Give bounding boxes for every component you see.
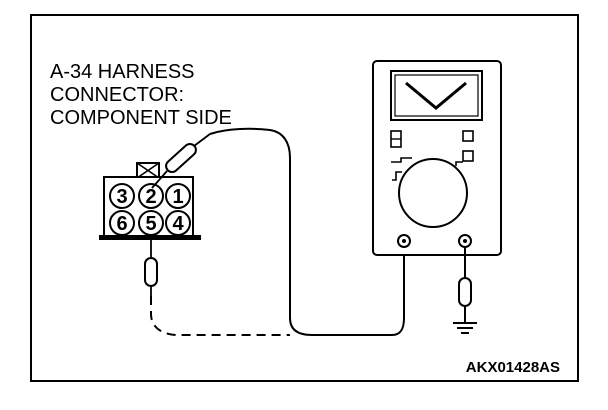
- meter-indicator: [462, 150, 474, 162]
- harness-connector: 3 2 1 6 5 4: [99, 162, 201, 240]
- pin-label: 1: [172, 186, 183, 208]
- connector-base: [99, 235, 201, 240]
- voltage-symbol: [405, 81, 467, 110]
- diagram-frame: [30, 14, 579, 382]
- pin-5-cell: [138, 210, 164, 236]
- connector-title-line-3: COMPONENT SIDE: [50, 107, 232, 129]
- pin-label: 3: [116, 186, 127, 208]
- pin-label: 5: [145, 213, 156, 235]
- meter-dial: [398, 158, 468, 228]
- test-lead-positive: [209, 127, 405, 336]
- connector-title-line-1: A-34 HARNESS: [50, 61, 195, 83]
- ground-icon: [453, 322, 477, 334]
- pin-label: 4: [172, 213, 184, 235]
- probe-lower: [144, 237, 158, 296]
- connector-title-line-2: CONNECTOR:: [50, 84, 184, 106]
- meter-indicator: [462, 130, 474, 142]
- pin-2-cell: [138, 183, 164, 209]
- pin-6-cell: [109, 210, 135, 236]
- pin-label: 2: [145, 186, 156, 208]
- pin-1-cell: [165, 183, 191, 209]
- pin-label: 6: [116, 213, 127, 235]
- probe-upper: [151, 133, 211, 189]
- figure-code: AKX01428AS: [466, 359, 560, 376]
- ground-lead: [458, 247, 472, 323]
- voltmeter-icon: [372, 60, 502, 256]
- pin-3-cell: [109, 183, 135, 209]
- pin-4-cell: [165, 210, 191, 236]
- connector-title: A-34 HARNESS CONNECTOR: COMPONENT SIDE: [50, 61, 232, 129]
- test-lead-backprobe: [150, 296, 290, 336]
